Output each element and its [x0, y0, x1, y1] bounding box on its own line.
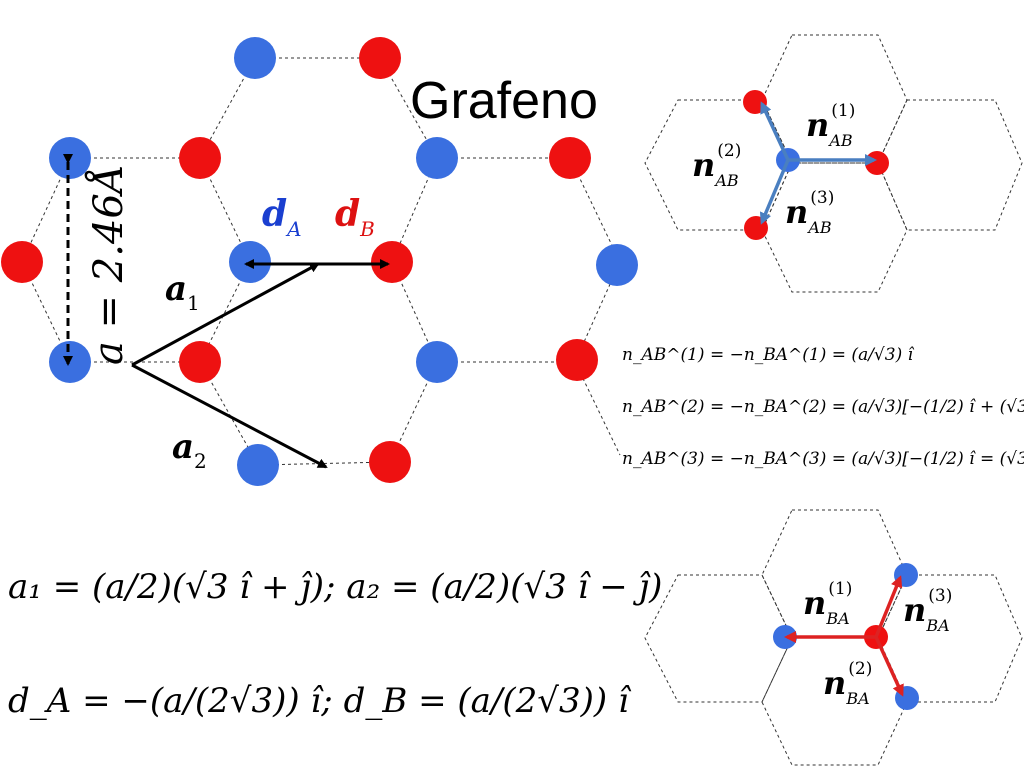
atom-b — [369, 441, 411, 483]
ba-neighbor-panel: n(1)BA n(3)BA n(2)BA — [644, 509, 1023, 766]
atom-a — [234, 37, 276, 79]
ab-neighbor-panel: n(1)AB n(2)AB n(3)AB — [644, 34, 1023, 293]
lattice-atoms — [1, 37, 638, 486]
n-ab-1-label: n(1)AB — [806, 101, 855, 150]
lattice-constant-label: a = 2.46Å — [85, 164, 132, 365]
atom-a — [237, 444, 279, 486]
atom-a — [596, 244, 638, 286]
lattice-vectors — [63, 154, 390, 469]
n-ba-1-label: n(1)BA — [803, 579, 852, 628]
a2-arrow — [131, 363, 328, 469]
atom-a — [229, 241, 271, 283]
atom-b — [865, 151, 889, 175]
equation-n3: n_AB^(3) = −n_BA^(3) = (a/√3)[−(1/2) î =… — [622, 449, 1024, 469]
atom-b — [549, 137, 591, 179]
atom-b — [556, 339, 598, 381]
atom-a — [49, 137, 91, 179]
primitive-vectors-formula: a₁ = (a/2)(√3 î + ĵ); a₂ = (a/2)(√3 î − … — [8, 567, 662, 607]
n-ba-3-label: n(3)BA — [903, 586, 952, 635]
atom-b — [1, 241, 43, 283]
atom-b — [359, 37, 401, 79]
atom-a — [416, 137, 458, 179]
a1-label: a1 — [165, 269, 200, 315]
atom-a — [416, 341, 458, 383]
atom-b — [179, 137, 221, 179]
a2-label: a2 — [172, 427, 207, 473]
n-ab-2-label: n(2)AB — [692, 141, 741, 190]
n-ba-2-label: n(2)BA — [823, 659, 872, 708]
page-title: Grafeno — [410, 72, 598, 130]
atom-a — [49, 341, 91, 383]
dA-label: dA — [262, 193, 302, 241]
neighbor-equations: n_AB^(1) = −n_BA^(1) = (a/√3) î n_AB^(2)… — [622, 345, 1024, 469]
atom-b — [371, 241, 413, 283]
equation-n1: n_AB^(1) = −n_BA^(1) = (a/√3) î — [622, 345, 915, 365]
n-ab-3-label: n(3)AB — [785, 188, 834, 237]
basis-vectors-formula: d_A = −(a/(2√3)) î; d_B = (a/(2√3)) î — [8, 681, 632, 721]
atom-b — [179, 341, 221, 383]
equation-n2: n_AB^(2) = −n_BA^(2) = (a/√3)[−(1/2) î +… — [622, 397, 1024, 417]
a1-arrow — [131, 262, 320, 367]
dB-label: dB — [335, 193, 375, 241]
